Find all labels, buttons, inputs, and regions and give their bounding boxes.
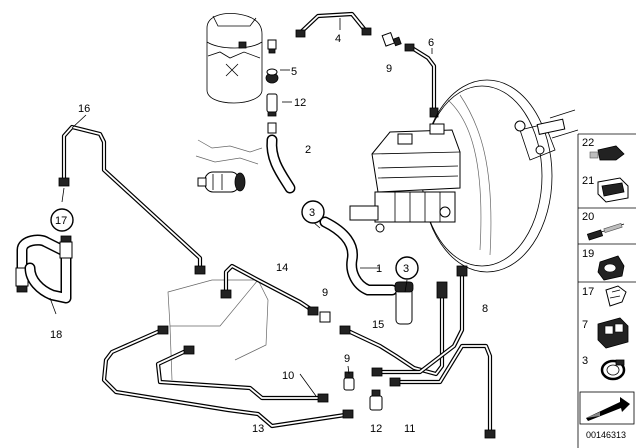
pressure-switch-drawing xyxy=(195,139,263,193)
legend-number: 7 xyxy=(582,319,588,331)
callout-8: 8 xyxy=(482,303,488,315)
direction-arrow-icon xyxy=(579,391,635,425)
legend-number: 21 xyxy=(582,175,594,187)
callout-6: 6 xyxy=(428,37,434,49)
mounting-plate-drawing xyxy=(167,279,269,381)
callout-4: 4 xyxy=(335,33,341,45)
callout-5: 5 xyxy=(291,66,297,78)
legend-number: 3 xyxy=(582,355,588,367)
brake-pipe-lower-right xyxy=(389,343,496,439)
double-pipe-clip-icon xyxy=(597,317,629,349)
connector-housing-icon xyxy=(597,177,629,203)
union-fittings-lower xyxy=(343,371,383,411)
fitting-stack xyxy=(265,39,296,194)
legend-item-20: 20 xyxy=(578,207,636,241)
callout-3-circle-lower: 3 xyxy=(395,256,419,280)
legend-number: 17 xyxy=(582,286,594,298)
brake-pipe-16 xyxy=(58,124,206,275)
callout-2: 2 xyxy=(305,144,311,156)
legend-item-7: 7 xyxy=(582,317,629,349)
union-fittings-top xyxy=(381,32,402,47)
legend-item-17: 17 xyxy=(578,281,636,307)
brake-pipe-8 xyxy=(371,265,468,377)
callout-1: 1 xyxy=(376,263,382,275)
brake-hose-18 xyxy=(15,234,73,304)
pipe-clip-icon xyxy=(605,285,627,307)
callout-16: 16 xyxy=(78,103,90,115)
legend-item-19: 19 xyxy=(578,243,636,281)
callout-9-mid: 9 xyxy=(322,287,328,299)
legend-number: 22 xyxy=(582,137,594,149)
legend-item-22: 22 xyxy=(578,133,636,161)
callout-9-top: 9 xyxy=(386,63,392,75)
brake-pipe-10 xyxy=(155,345,329,403)
terminal-pin-icon xyxy=(586,222,625,241)
callout-18: 18 xyxy=(50,329,62,341)
callout-13: 13 xyxy=(252,423,264,435)
brake-pipe-4 xyxy=(295,11,372,38)
electrical-connector-icon xyxy=(589,145,625,161)
leader-lines xyxy=(49,18,433,397)
parts-legend: 22 21 20 19 xyxy=(577,133,636,448)
callout-11: 11 xyxy=(404,423,415,435)
callout-labels: 4 6 5 9 12 16 2 3 17 1 3 14 9 8 15 18 9 … xyxy=(50,33,488,435)
callout-15: 15 xyxy=(372,319,384,331)
legend-item-21: 21 xyxy=(582,175,629,203)
legend-item-3: 3 xyxy=(582,355,626,381)
legend-number: 19 xyxy=(582,248,594,260)
brake-booster-drawing xyxy=(421,79,579,273)
svg-text:3: 3 xyxy=(403,263,409,275)
callout-12-top: 12 xyxy=(294,97,306,109)
reservoir-hose-1 xyxy=(319,216,414,325)
callout-14: 14 xyxy=(276,262,288,274)
master-cylinder-drawing xyxy=(349,123,461,233)
rubber-grommet-icon xyxy=(597,255,625,281)
callout-9-lower: 9 xyxy=(344,353,350,365)
callout-10: 10 xyxy=(282,370,294,382)
brake-pipe-13 xyxy=(101,325,354,429)
callout-17-circle: 17 xyxy=(50,208,74,232)
hose-clamp-icon xyxy=(600,359,626,381)
legend-number: 20 xyxy=(582,211,594,223)
callout-3-circle-upper: 3 xyxy=(301,200,325,224)
brake-pipe-6 xyxy=(404,43,439,118)
callout-12-lower: 12 xyxy=(370,423,382,435)
brake-pipe-14 xyxy=(220,263,331,323)
svg-text:3: 3 xyxy=(309,207,315,219)
brake-pipe-11 xyxy=(339,281,448,377)
svg-text:17: 17 xyxy=(55,215,67,227)
diagram-id: 00146313 xyxy=(586,430,626,440)
reservoir-cap-drawing xyxy=(206,13,263,104)
